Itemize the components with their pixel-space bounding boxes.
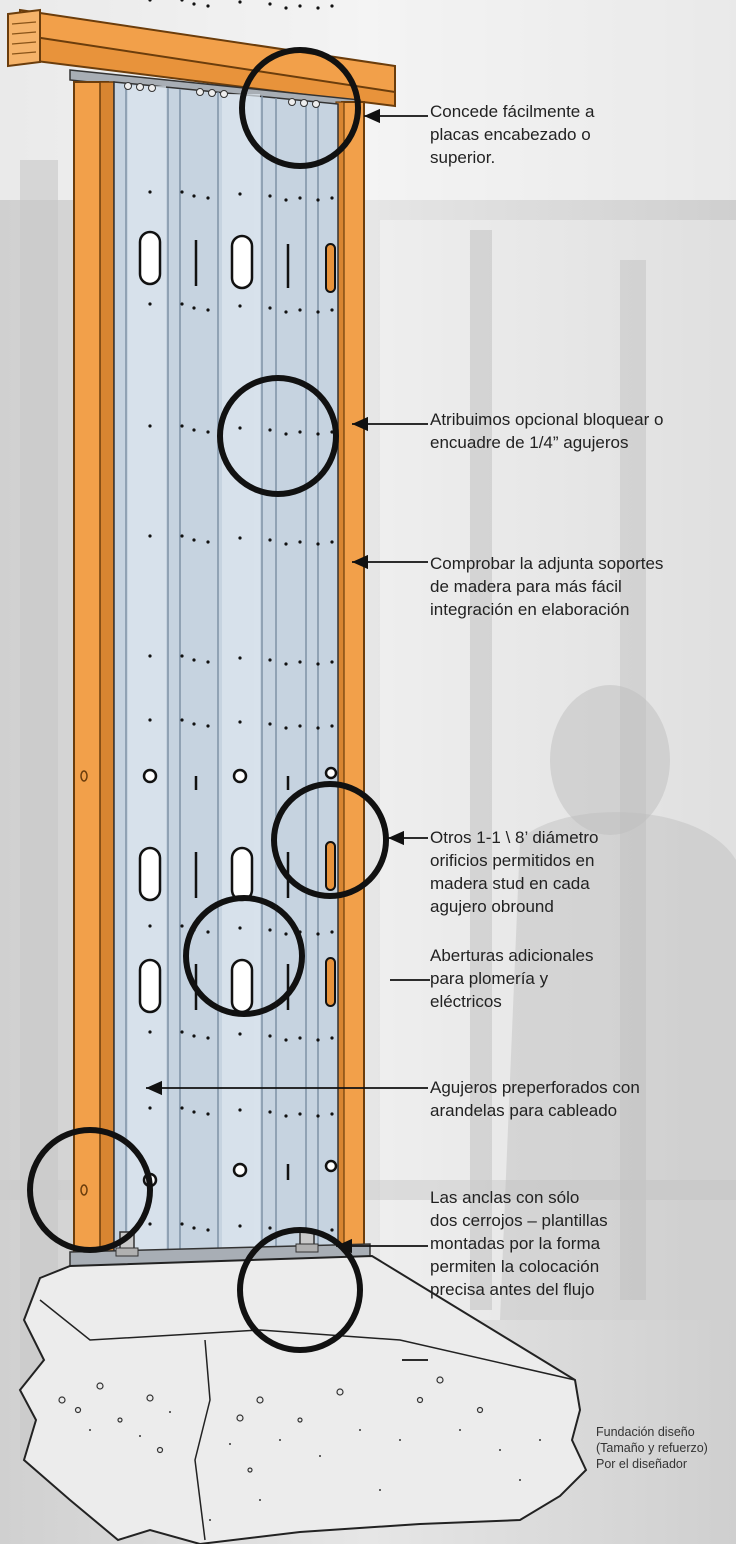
fastener-dots (148, 0, 334, 10)
callout-holes-diameter: Otros 1-1 \ 8’ diámetro orificios permit… (430, 828, 599, 916)
callout-openings: Aberturas adicionales para plomería y el… (430, 946, 594, 1011)
steel-panel (113, 81, 339, 1253)
wood-stud-holes (80, 770, 88, 1196)
callout-blocking: Atribuimos opcional bloquear o encuadre … (430, 410, 664, 452)
callout-wood-studs: Comprobar la adjunta soportes de madera … (430, 554, 664, 619)
highlight-circles (27, 47, 389, 1353)
callout-predrilled: Agujeros preperforados con arandelas par… (430, 1078, 640, 1120)
leader-arrows (146, 108, 430, 1361)
header-beams (7, 8, 396, 108)
obround-openings (138, 230, 254, 1014)
callout-header: Concede fácilmente a placas encabezado o… (430, 102, 595, 167)
slot-lines (194, 240, 290, 1180)
concrete-foundation (18, 1254, 588, 1546)
slot-openings (325, 243, 336, 1007)
foundation-note: Fundación diseño (Tamaño y refuerzo) Por… (596, 1425, 708, 1471)
callout-anchors: Las anclas con sólo dos cerrojos – plant… (430, 1188, 608, 1299)
